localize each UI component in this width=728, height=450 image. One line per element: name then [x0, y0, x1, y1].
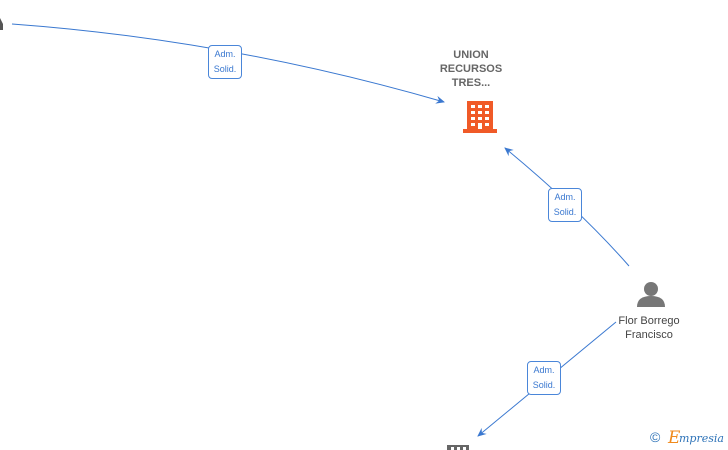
company-name[interactable]: UNION RECURSOS TRES...	[430, 48, 512, 90]
partial-person-icon-top-left[interactable]	[0, 18, 3, 30]
empresia-watermark: © E mpresia	[648, 428, 728, 448]
edge-label-line: Adm.	[554, 192, 576, 202]
company-name-line: UNION	[453, 49, 489, 61]
copyright-icon: ©	[650, 429, 661, 445]
edge-label-adm-solid: Adm. Solid.	[527, 361, 561, 395]
edge-label-adm-solid: Adm. Solid.	[548, 188, 582, 222]
brand-initial: E	[668, 428, 681, 448]
person-name-line: Flor Borrego	[618, 315, 680, 327]
partial-building-icon-bottom[interactable]	[447, 445, 469, 450]
edge-label-line: Solid.	[553, 207, 577, 217]
edge-label-adm-solid: Adm. Solid.	[208, 45, 242, 79]
edge-label-line: Adm.	[214, 49, 236, 59]
person-icon[interactable]	[637, 282, 665, 307]
person-name-line: Francisco	[625, 329, 673, 341]
building-icon[interactable]	[463, 101, 497, 133]
edge-label-line: Adm.	[533, 365, 555, 375]
company-name-line: RECURSOS	[439, 63, 503, 75]
company-name-line: TRES...	[451, 77, 491, 89]
edge-label-line: Solid.	[213, 64, 237, 74]
person-name[interactable]: Flor Borrego Francisco	[603, 314, 695, 342]
edge-label-line: Solid.	[532, 380, 556, 390]
brand-name: mpresia	[679, 432, 724, 445]
